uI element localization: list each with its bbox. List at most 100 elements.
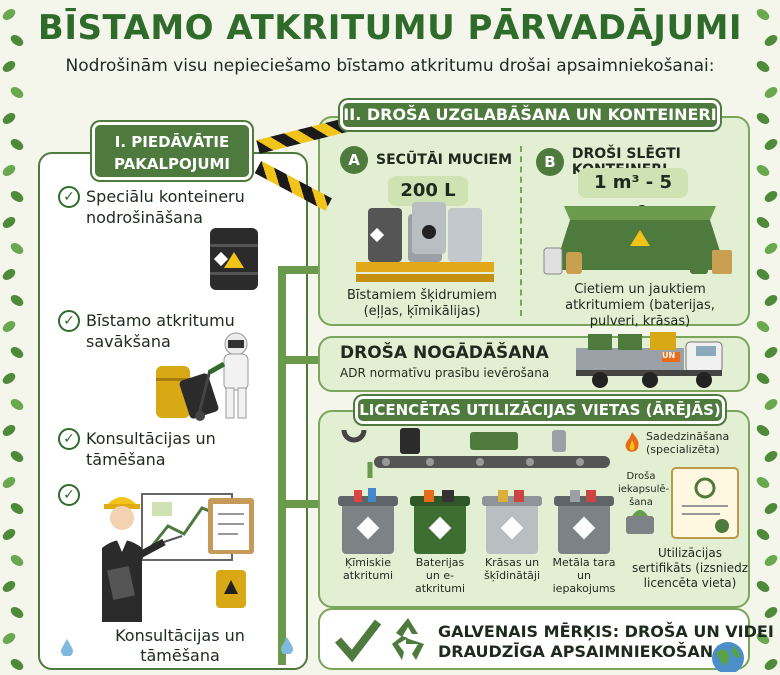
- leaf-icon: [8, 136, 26, 153]
- leaf-icon: [754, 110, 772, 127]
- leaf-icon: [754, 474, 772, 491]
- bin-icon: [482, 490, 542, 554]
- incineration-block: Sadedzināšana (specializēta): [622, 430, 756, 456]
- goal-text-line2: DRAUDZĪGA APSAIMNIEKOŠANA: [438, 642, 726, 661]
- leaf-icon: [0, 318, 18, 335]
- disposal-bin: Metāla tara un iepakojums: [552, 488, 616, 595]
- leaf-icon: [762, 552, 780, 569]
- check-icon: [334, 619, 382, 663]
- sorting-conveyor: [341, 428, 610, 478]
- leaf-icon: [0, 526, 18, 543]
- leaf-icon: [0, 474, 18, 491]
- goal-text-line1: GALVENAIS MĒRĶIS: DROŠA UN VIDEI: [438, 622, 774, 641]
- check-icon: ✓: [58, 428, 80, 450]
- leaf-icon: [8, 552, 26, 569]
- consultation-caption: Konsultācijas un tāmēšana: [115, 626, 245, 665]
- encapsulation-label: Droša iekapsulē-šana: [618, 471, 670, 508]
- leaf-icon: [0, 578, 18, 595]
- leaf-icon: [754, 526, 772, 543]
- leaf-icon: [762, 448, 780, 465]
- droplet-icon: [281, 637, 293, 654]
- leaf-icon: [8, 188, 26, 205]
- leaf-icon: [8, 292, 26, 309]
- transport-note: ADR normatīvu prasību ievērošana: [340, 366, 550, 380]
- flow-connector: [278, 270, 286, 665]
- bin-label: Ķīmiskie atkritumi: [342, 556, 394, 582]
- leaf-icon: [8, 604, 26, 621]
- leaf-icon: [8, 448, 26, 465]
- flow-connector: [278, 266, 322, 274]
- leaf-icon: [8, 656, 26, 673]
- barrels-on-pallet-icon: [356, 202, 494, 282]
- leaf-icon: [762, 396, 780, 413]
- bin-label: Baterijas un e-atkritumi: [414, 556, 466, 595]
- storage-a-capacity: 200 L: [388, 176, 468, 206]
- service-item: ✓ Speciālu konteineru nodrošināšana: [58, 186, 286, 228]
- disposal-bin: Baterijas un e-atkritumi: [408, 488, 472, 595]
- bin-label: Krāsas un šķīdinātāji: [483, 556, 541, 582]
- certificate-label: Utilizācijas sertifikāts (izsniedz licen…: [631, 546, 749, 590]
- leaf-icon: [762, 292, 780, 309]
- storage-heading: II. DROŠA UZGLABĀŠANA UN KONTEINERI: [340, 100, 720, 130]
- leaf-icon: [754, 422, 772, 439]
- leaf-icon: [0, 370, 18, 387]
- right-leaf-border: [754, 0, 780, 675]
- check-icon: ✓: [58, 186, 80, 208]
- flame-icon: [625, 432, 639, 452]
- services-heading: I. PIEDĀVĀTIE PAKALPOJUMI: [92, 122, 252, 180]
- service-item: ✓ Konsultācijas un tāmēšana: [58, 428, 286, 470]
- disposal-bin: Krāsas un šķīdinātāji: [480, 488, 544, 595]
- leaf-icon: [8, 84, 26, 101]
- page-subtitle: Nodrošinām visu nepieciešamo bīstamo atk…: [65, 56, 715, 76]
- transport-heading: DROŠA NOGĀDĀŠANA: [340, 343, 549, 363]
- service-label: Konsultācijas un tāmēšana: [86, 429, 216, 469]
- leaf-icon: [0, 162, 18, 179]
- leaf-icon: [0, 214, 18, 231]
- service-item: ✓ Bīstamo atkritumu savākšana: [58, 310, 286, 352]
- check-icon: ✓: [58, 310, 80, 332]
- storage-a-header: A SECŪTĀI MUCIEM: [340, 146, 512, 174]
- storage-a-title: SECŪTĀI MUCIEM: [376, 152, 513, 168]
- storage-a-badge: A: [340, 146, 368, 174]
- goal-section: [318, 608, 750, 670]
- bin-icon: [554, 490, 614, 554]
- leaf-icon: [754, 318, 772, 335]
- leaf-icon: [8, 344, 26, 361]
- storage-b-caption: Cietiem un jauktiem atkritumiem (baterij…: [565, 282, 715, 329]
- leaf-icon: [762, 500, 780, 517]
- certificate-icon: [671, 467, 739, 539]
- page-title: BĪSTAMO ATKRITUMU PĀRVADĀJUMI: [37, 8, 743, 48]
- leaf-icon: [762, 240, 780, 257]
- leaf-icon: [0, 110, 18, 127]
- service-item: ✓: [58, 484, 80, 506]
- truck-icon: [576, 332, 723, 388]
- leaf-icon: [8, 396, 26, 413]
- incineration-label: Sadedzināšana (specializēta): [646, 430, 730, 456]
- encapsulation-icon: [626, 510, 654, 534]
- disposal-heading: LICENCĒTAS UTILIZĀCIJAS VIETAS (ĀRĒJĀS): [355, 396, 725, 424]
- flow-connector: [278, 356, 322, 364]
- storage-a-caption: Bīstamiem šķidrumiem (eļļas, ķīmikālijas…: [346, 288, 498, 319]
- storage-heading-text: II. DROŠA UZGLABĀŠANA UN KONTEINERI: [343, 105, 717, 124]
- check-icon: ✓: [58, 484, 80, 506]
- recycle-icon: [392, 618, 424, 660]
- leaf-icon: [762, 344, 780, 361]
- leaf-icon: [762, 84, 780, 101]
- leaf-icon: [8, 500, 26, 517]
- section-divider: [520, 146, 522, 316]
- leaf-icon: [754, 370, 772, 387]
- leaf-icon: [754, 266, 772, 283]
- bin-icon: [410, 490, 470, 554]
- leaf-icon: [754, 578, 772, 595]
- flow-connector: [278, 500, 322, 508]
- service-label: Bīstamo atkritumu savākšana: [86, 311, 235, 351]
- closed-container-icon: [543, 206, 732, 275]
- leaf-icon: [762, 604, 780, 621]
- consultant-illustration: [102, 493, 254, 622]
- truck-hazard-sign: UN: [662, 351, 676, 360]
- hazard-barrel-icon: [210, 228, 258, 290]
- disposal-bin: Ķīmiskie atkritumi: [336, 488, 400, 595]
- globe-icon: [712, 642, 744, 672]
- storage-b-capacity: 1 m³ - 5 m³: [578, 168, 688, 223]
- bin-label: Metāla tara un iepakojums: [552, 556, 616, 595]
